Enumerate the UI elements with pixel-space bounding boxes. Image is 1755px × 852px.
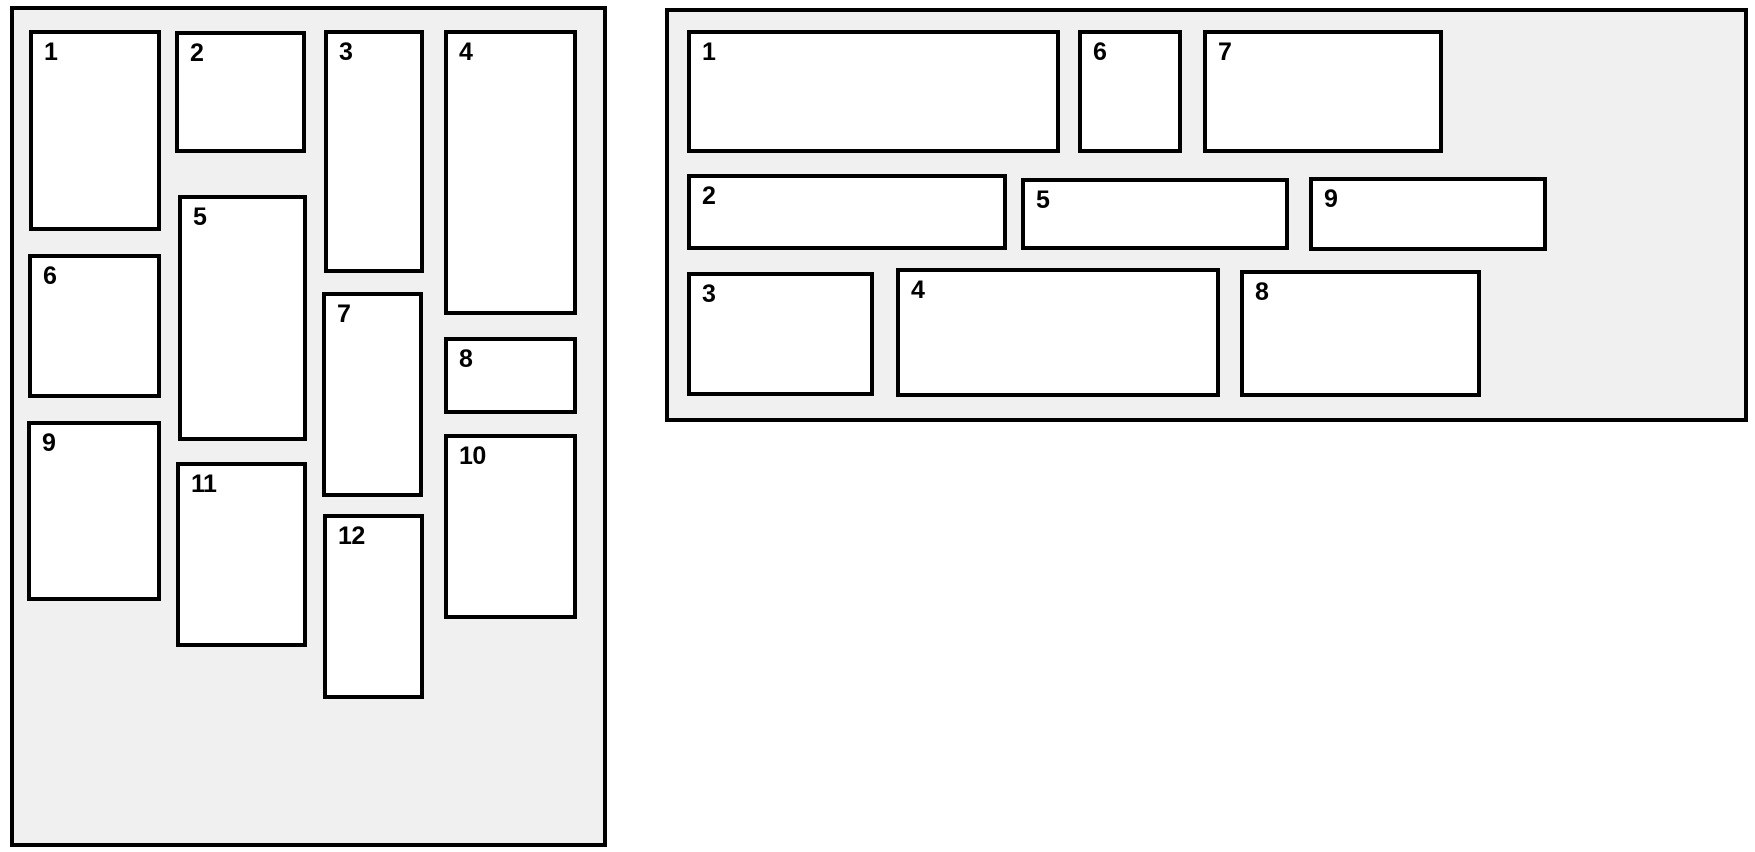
- layout-box-5[interactable]: 5: [1021, 178, 1289, 250]
- layout-box-label: 3: [702, 280, 716, 308]
- layout-box-label: 1: [702, 38, 716, 66]
- layout-box-label: 4: [459, 38, 473, 66]
- layout-box-9[interactable]: 9: [1309, 177, 1547, 251]
- layout-box-label: 5: [1036, 186, 1050, 214]
- layout-box-label: 3: [339, 38, 353, 66]
- layout-box-5[interactable]: 5: [178, 195, 307, 441]
- layout-box-label: 1: [44, 38, 58, 66]
- layout-box-7[interactable]: 7: [1203, 30, 1443, 153]
- layout-box-2[interactable]: 2: [175, 31, 306, 153]
- layout-box-3[interactable]: 3: [687, 272, 874, 396]
- layout-box-label: 4: [911, 276, 925, 304]
- layout-box-label: 2: [702, 182, 716, 210]
- layout-box-7[interactable]: 7: [322, 292, 423, 497]
- layout-box-8[interactable]: 8: [1240, 270, 1481, 397]
- layout-box-9[interactable]: 9: [27, 421, 161, 601]
- layout-box-label: 6: [43, 262, 57, 290]
- layout-box-label: 5: [193, 203, 207, 231]
- layout-box-3[interactable]: 3: [324, 30, 424, 273]
- layout-box-label: 8: [1255, 278, 1269, 306]
- layout-box-label: 11: [191, 470, 217, 498]
- layout-box-label: 9: [42, 429, 56, 457]
- layout-box-10[interactable]: 10: [444, 434, 577, 619]
- layout-box-label: 10: [459, 442, 486, 470]
- layout-box-11[interactable]: 11: [176, 462, 307, 647]
- layout-box-label: 6: [1093, 38, 1107, 66]
- layout-box-label: 7: [1218, 38, 1232, 66]
- layout-box-2[interactable]: 2: [687, 174, 1007, 250]
- layout-box-1[interactable]: 1: [687, 30, 1060, 153]
- layout-box-4[interactable]: 4: [444, 30, 577, 315]
- layout-box-6[interactable]: 6: [28, 254, 161, 398]
- layout-box-label: 2: [190, 39, 204, 67]
- layout-box-label: 7: [337, 300, 351, 328]
- layout-box-12[interactable]: 12: [323, 514, 424, 699]
- layout-box-label: 8: [459, 345, 473, 373]
- layout-box-4[interactable]: 4: [896, 268, 1220, 397]
- layout-box-label: 12: [338, 522, 365, 550]
- right-panel: 1 6 7 2 5 9 3 4 8: [665, 8, 1748, 422]
- layout-box-1[interactable]: 1: [29, 30, 161, 231]
- layout-box-6[interactable]: 6: [1078, 30, 1182, 153]
- layout-box-8[interactable]: 8: [444, 337, 577, 414]
- layout-box-label: 9: [1324, 185, 1338, 213]
